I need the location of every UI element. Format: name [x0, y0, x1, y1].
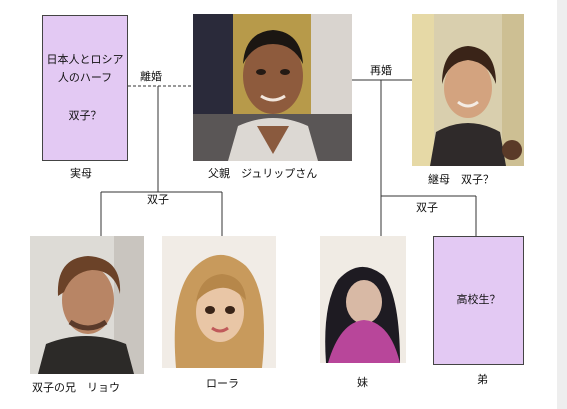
sister-label: 妹: [357, 376, 368, 389]
stepmother-label: 継母 双子？: [428, 173, 494, 186]
sister-photo: [320, 236, 406, 363]
page-edge: [557, 0, 567, 409]
mother-box-line2: 人のハーフ: [57, 71, 113, 85]
rola-photo: [162, 236, 276, 368]
mother-box-line3: 双子？: [68, 108, 102, 122]
mother-box: 日本人とロシア 人のハーフ 双子？: [42, 15, 128, 161]
stepmother-photo: [412, 14, 524, 166]
highschool-box-text: 高校生？: [456, 293, 501, 307]
father-photo: [193, 14, 352, 161]
highschool-box: 高校生？: [433, 236, 524, 365]
father-label: 父親 ジュリップさん: [208, 167, 318, 180]
divorce-label: 離婚: [140, 70, 162, 83]
mother-label: 実母: [70, 167, 92, 180]
rola-label: ローラ: [206, 377, 239, 390]
mother-box-spacer: [83, 88, 87, 107]
brother-twin-label: 双子の兄 リョウ: [32, 381, 120, 394]
mother-box-line1: 日本人とロシア: [46, 52, 124, 66]
younger-brother-label: 弟: [477, 373, 488, 386]
twins-left-label: 双子: [147, 193, 169, 206]
twins-right-label: 双子: [416, 201, 438, 214]
remarriage-label: 再婚: [370, 64, 392, 77]
brother-twin-photo: [30, 236, 144, 374]
